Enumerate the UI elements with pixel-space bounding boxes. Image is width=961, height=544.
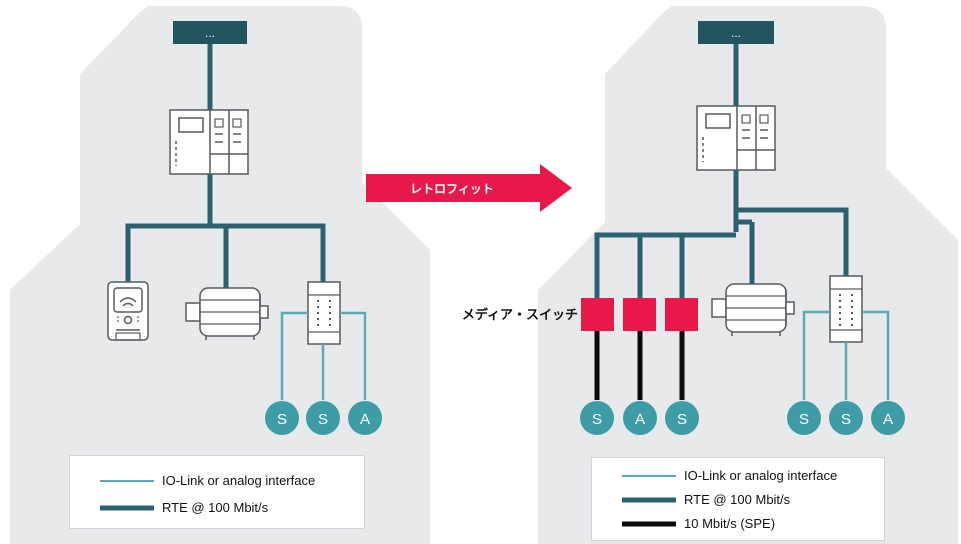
left-node-3: A (348, 401, 382, 435)
left-node-2-label: S (318, 411, 328, 428)
right-legend-row-rte: RTE @ 100 Mbit/s (592, 491, 884, 509)
right-top-box-label: ... (731, 26, 741, 40)
left-plc (169, 109, 249, 175)
left-network: ... (107, 21, 382, 435)
spe-node-1: S (580, 401, 614, 435)
right-iolink-wire-3 (862, 310, 890, 400)
left-legend-row-rte: RTE @ 100 Mbit/s (70, 499, 364, 517)
media-switch-3 (665, 298, 698, 331)
rte-swatch (100, 505, 154, 511)
right-rte-bus-io (736, 207, 849, 276)
retrofit-arrow-label: レトロフィット (410, 182, 494, 196)
spe-node-2-label: A (635, 411, 645, 428)
retrofit-arrow-shape (366, 164, 572, 212)
right-node-3: A (871, 401, 905, 435)
right-rte-bus-switches (594, 232, 736, 298)
left-io-module (307, 281, 341, 345)
left-legend-row-iolink: IO-Link or analog interface (70, 472, 364, 490)
left-node-2: S (306, 401, 340, 435)
right-node-1: S (787, 401, 821, 435)
spe-swatch (622, 521, 676, 527)
right-node-3-label: A (883, 411, 893, 428)
spe-node-1-label: S (592, 411, 602, 428)
spe-node-3: S (665, 401, 699, 435)
right-plc (696, 105, 776, 171)
right-node-1-label: S (799, 411, 809, 428)
left-node-1-label: S (277, 411, 287, 428)
left-iolink-wire-1 (280, 311, 308, 400)
left-iolink-wire-3 (340, 311, 367, 400)
right-legend-row-spe: 10 Mbit/s (SPE) (592, 515, 884, 533)
iolink-swatch (622, 475, 676, 477)
left-top-box-label: ... (205, 26, 215, 40)
left-legend: IO-Link or analog interface RTE @ 100 Mb… (69, 455, 365, 529)
right-legend-rte-label: RTE @ 100 Mbit/s (684, 492, 791, 507)
right-node-2: S (829, 401, 863, 435)
right-legend: IO-Link or analog interface RTE @ 100 Mb… (591, 457, 885, 541)
right-iolink-wire-1 (802, 310, 830, 400)
right-legend-row-iolink: IO-Link or analog interface (592, 467, 884, 485)
left-drive-device (107, 281, 149, 341)
left-motor (185, 287, 269, 340)
left-legend-rte-label: RTE @ 100 Mbit/s (162, 500, 269, 515)
left-top-box (173, 21, 247, 44)
media-switch-2 (623, 298, 656, 331)
right-node-2-label: S (841, 411, 851, 428)
right-top-box (698, 21, 774, 44)
left-node-3-label: A (360, 411, 370, 428)
left-node-1: S (265, 401, 299, 435)
media-switch-1 (581, 298, 614, 331)
right-legend-spe-label: 10 Mbit/s (SPE) (684, 516, 776, 531)
rte-swatch (622, 497, 676, 503)
spe-node-2: A (623, 401, 657, 435)
left-legend-iolink-label: IO-Link or analog interface (162, 473, 316, 488)
media-switch-label: メディア・スイッチ (462, 307, 578, 322)
right-motor (711, 283, 795, 336)
right-network: ... メディア・スイッチ S A (462, 21, 905, 435)
iolink-swatch (100, 480, 154, 482)
right-legend-iolink-label: IO-Link or analog interface (684, 468, 838, 483)
right-io-module (829, 275, 863, 343)
spe-node-3-label: S (677, 411, 687, 428)
retrofit-arrow: レトロフィット (366, 164, 572, 212)
